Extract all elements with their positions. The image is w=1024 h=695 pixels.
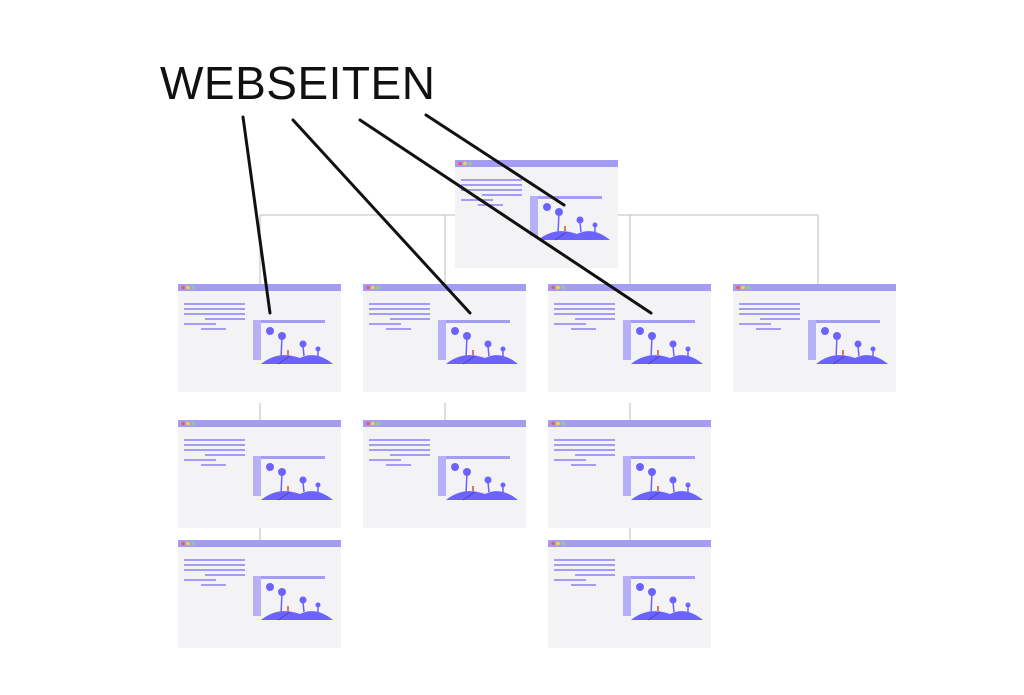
- pointer-line-page-1: [241, 115, 272, 315]
- label-webseiten: WEBSEITEN: [160, 57, 436, 109]
- webpage-card-page-4: [732, 283, 897, 393]
- webpage-card-page-1: [177, 283, 342, 393]
- pointer-line-home: [424, 113, 566, 207]
- webpage-card-page-3-1-1: [547, 539, 712, 649]
- pointer-line-page-3: [358, 118, 653, 315]
- pointer-lines: [241, 113, 653, 315]
- webpage-card-page-1-1: [177, 419, 342, 529]
- webpage-card-page-2-1: [362, 419, 527, 529]
- webpage-card-page-2: [362, 283, 527, 393]
- webpage-card-page-1-1-1: [177, 539, 342, 649]
- webpage-card-page-3-1: [547, 419, 712, 529]
- pointer-line-page-2: [291, 118, 472, 315]
- webpage-card-home: [454, 159, 619, 269]
